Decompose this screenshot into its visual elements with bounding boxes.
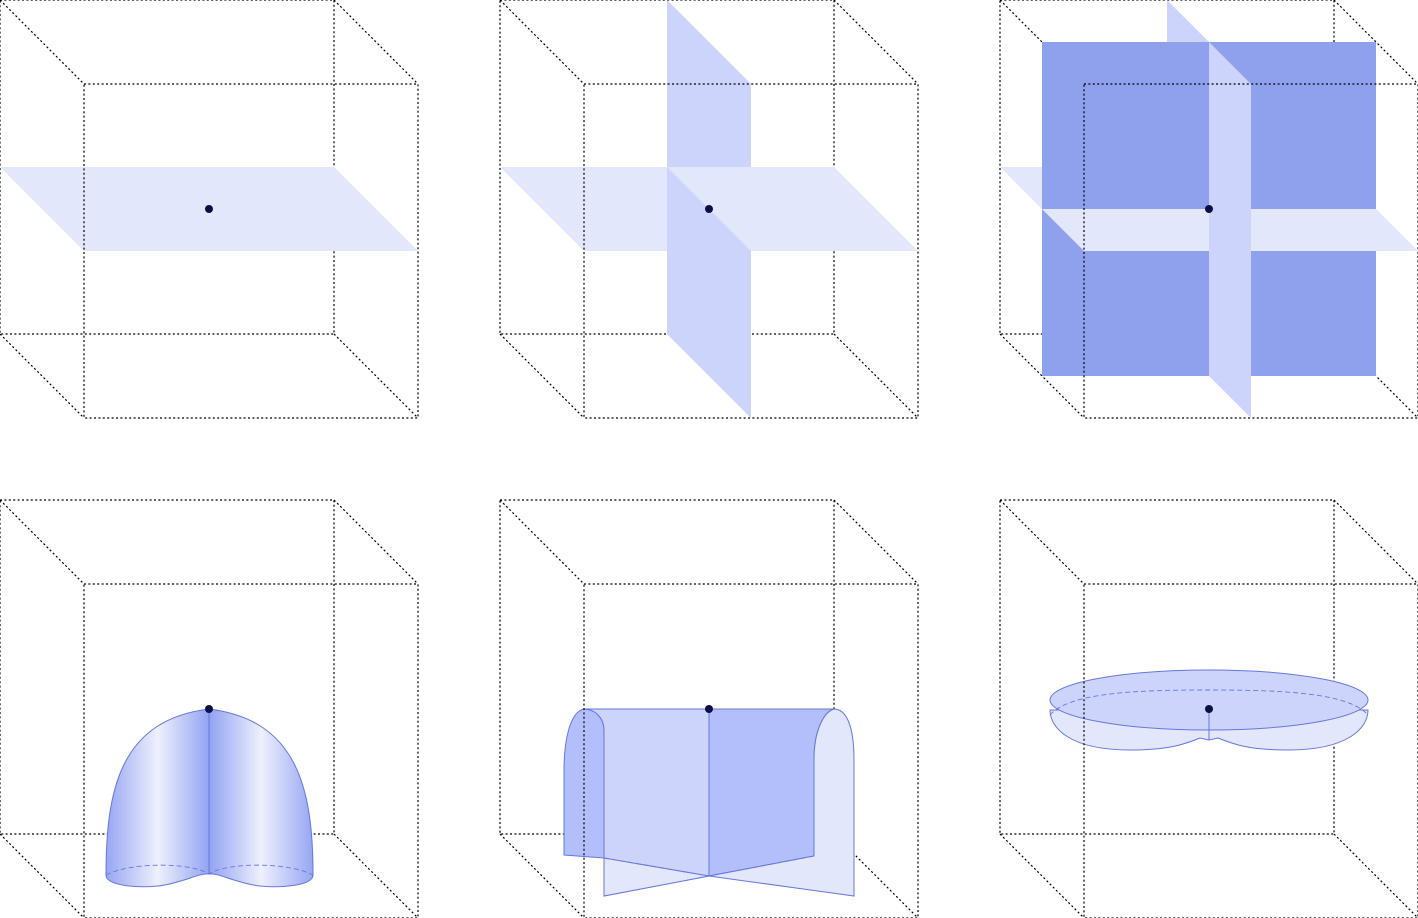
panel-dome-surface	[0, 500, 418, 918]
panel-three-perpendicular-planes	[1000, 0, 1418, 418]
center-point	[1205, 205, 1213, 213]
front-box-face	[1084, 584, 1418, 918]
panel-folded-sheet-surface	[500, 500, 918, 918]
center-point	[205, 205, 213, 213]
center-point	[1205, 705, 1213, 713]
side-plane-front	[1209, 42, 1251, 418]
panel-one-horizontal-plane	[0, 0, 418, 418]
center-point	[705, 705, 713, 713]
center-point	[205, 705, 213, 713]
panel-two-perpendicular-planes	[500, 0, 918, 418]
center-point	[705, 205, 713, 213]
panel-flat-disc-surface	[1000, 500, 1418, 918]
